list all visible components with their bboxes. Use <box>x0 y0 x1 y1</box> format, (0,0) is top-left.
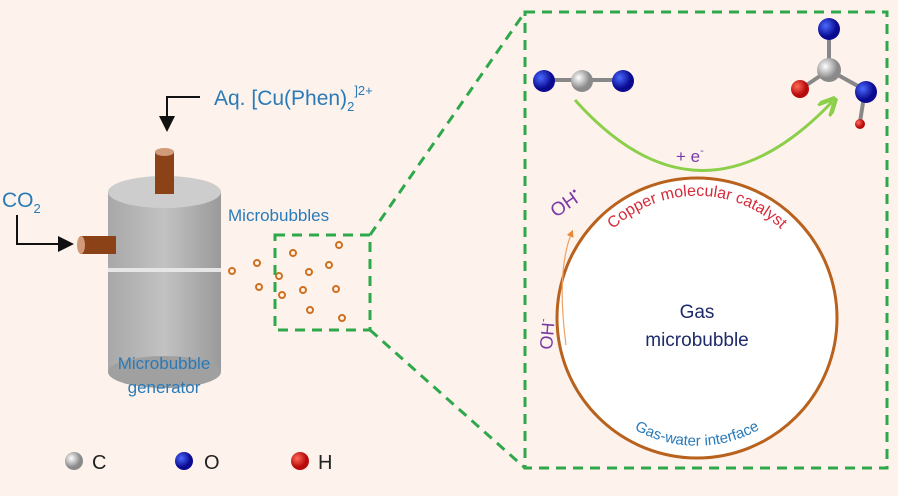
generator-label-2: generator <box>128 378 201 397</box>
feed-arrow <box>159 96 200 132</box>
co2-arrow <box>16 215 74 252</box>
top-inlet-pipe <box>155 152 174 194</box>
electron-label: + e- <box>676 145 704 166</box>
legend-oxygen-icon <box>175 452 193 470</box>
microbubbles-label: Microbubbles <box>228 206 329 225</box>
legend-hydrogen-icon <box>291 452 309 470</box>
generator-label-1: Microbubble <box>118 354 211 373</box>
oh-transfer-arrow <box>561 229 574 346</box>
bubbles <box>228 241 346 322</box>
co2-label: CO2 <box>2 189 41 216</box>
gas-microbubble <box>555 176 839 460</box>
legend-carbon-icon <box>65 452 83 470</box>
legend-label: O <box>204 452 220 474</box>
legend-label: H <box>318 452 332 474</box>
side-inlet-pipe <box>80 236 116 254</box>
product-molecule <box>791 18 877 129</box>
gas-label-1: Gas <box>680 302 715 323</box>
oh-minus-label: OH- <box>535 318 559 351</box>
microbubble-generator <box>77 148 221 388</box>
reaction-arrow <box>573 100 832 172</box>
legend-label: C <box>92 452 106 474</box>
zoom-indicator <box>273 10 889 470</box>
co2-molecule <box>533 70 634 92</box>
legend: C O H <box>65 452 332 474</box>
oh-radical-label: OH• <box>546 185 585 222</box>
gas-label-2: microbubble <box>645 330 749 351</box>
feed-label: Aq. [Cu(Phen)2]2+ <box>214 83 373 114</box>
